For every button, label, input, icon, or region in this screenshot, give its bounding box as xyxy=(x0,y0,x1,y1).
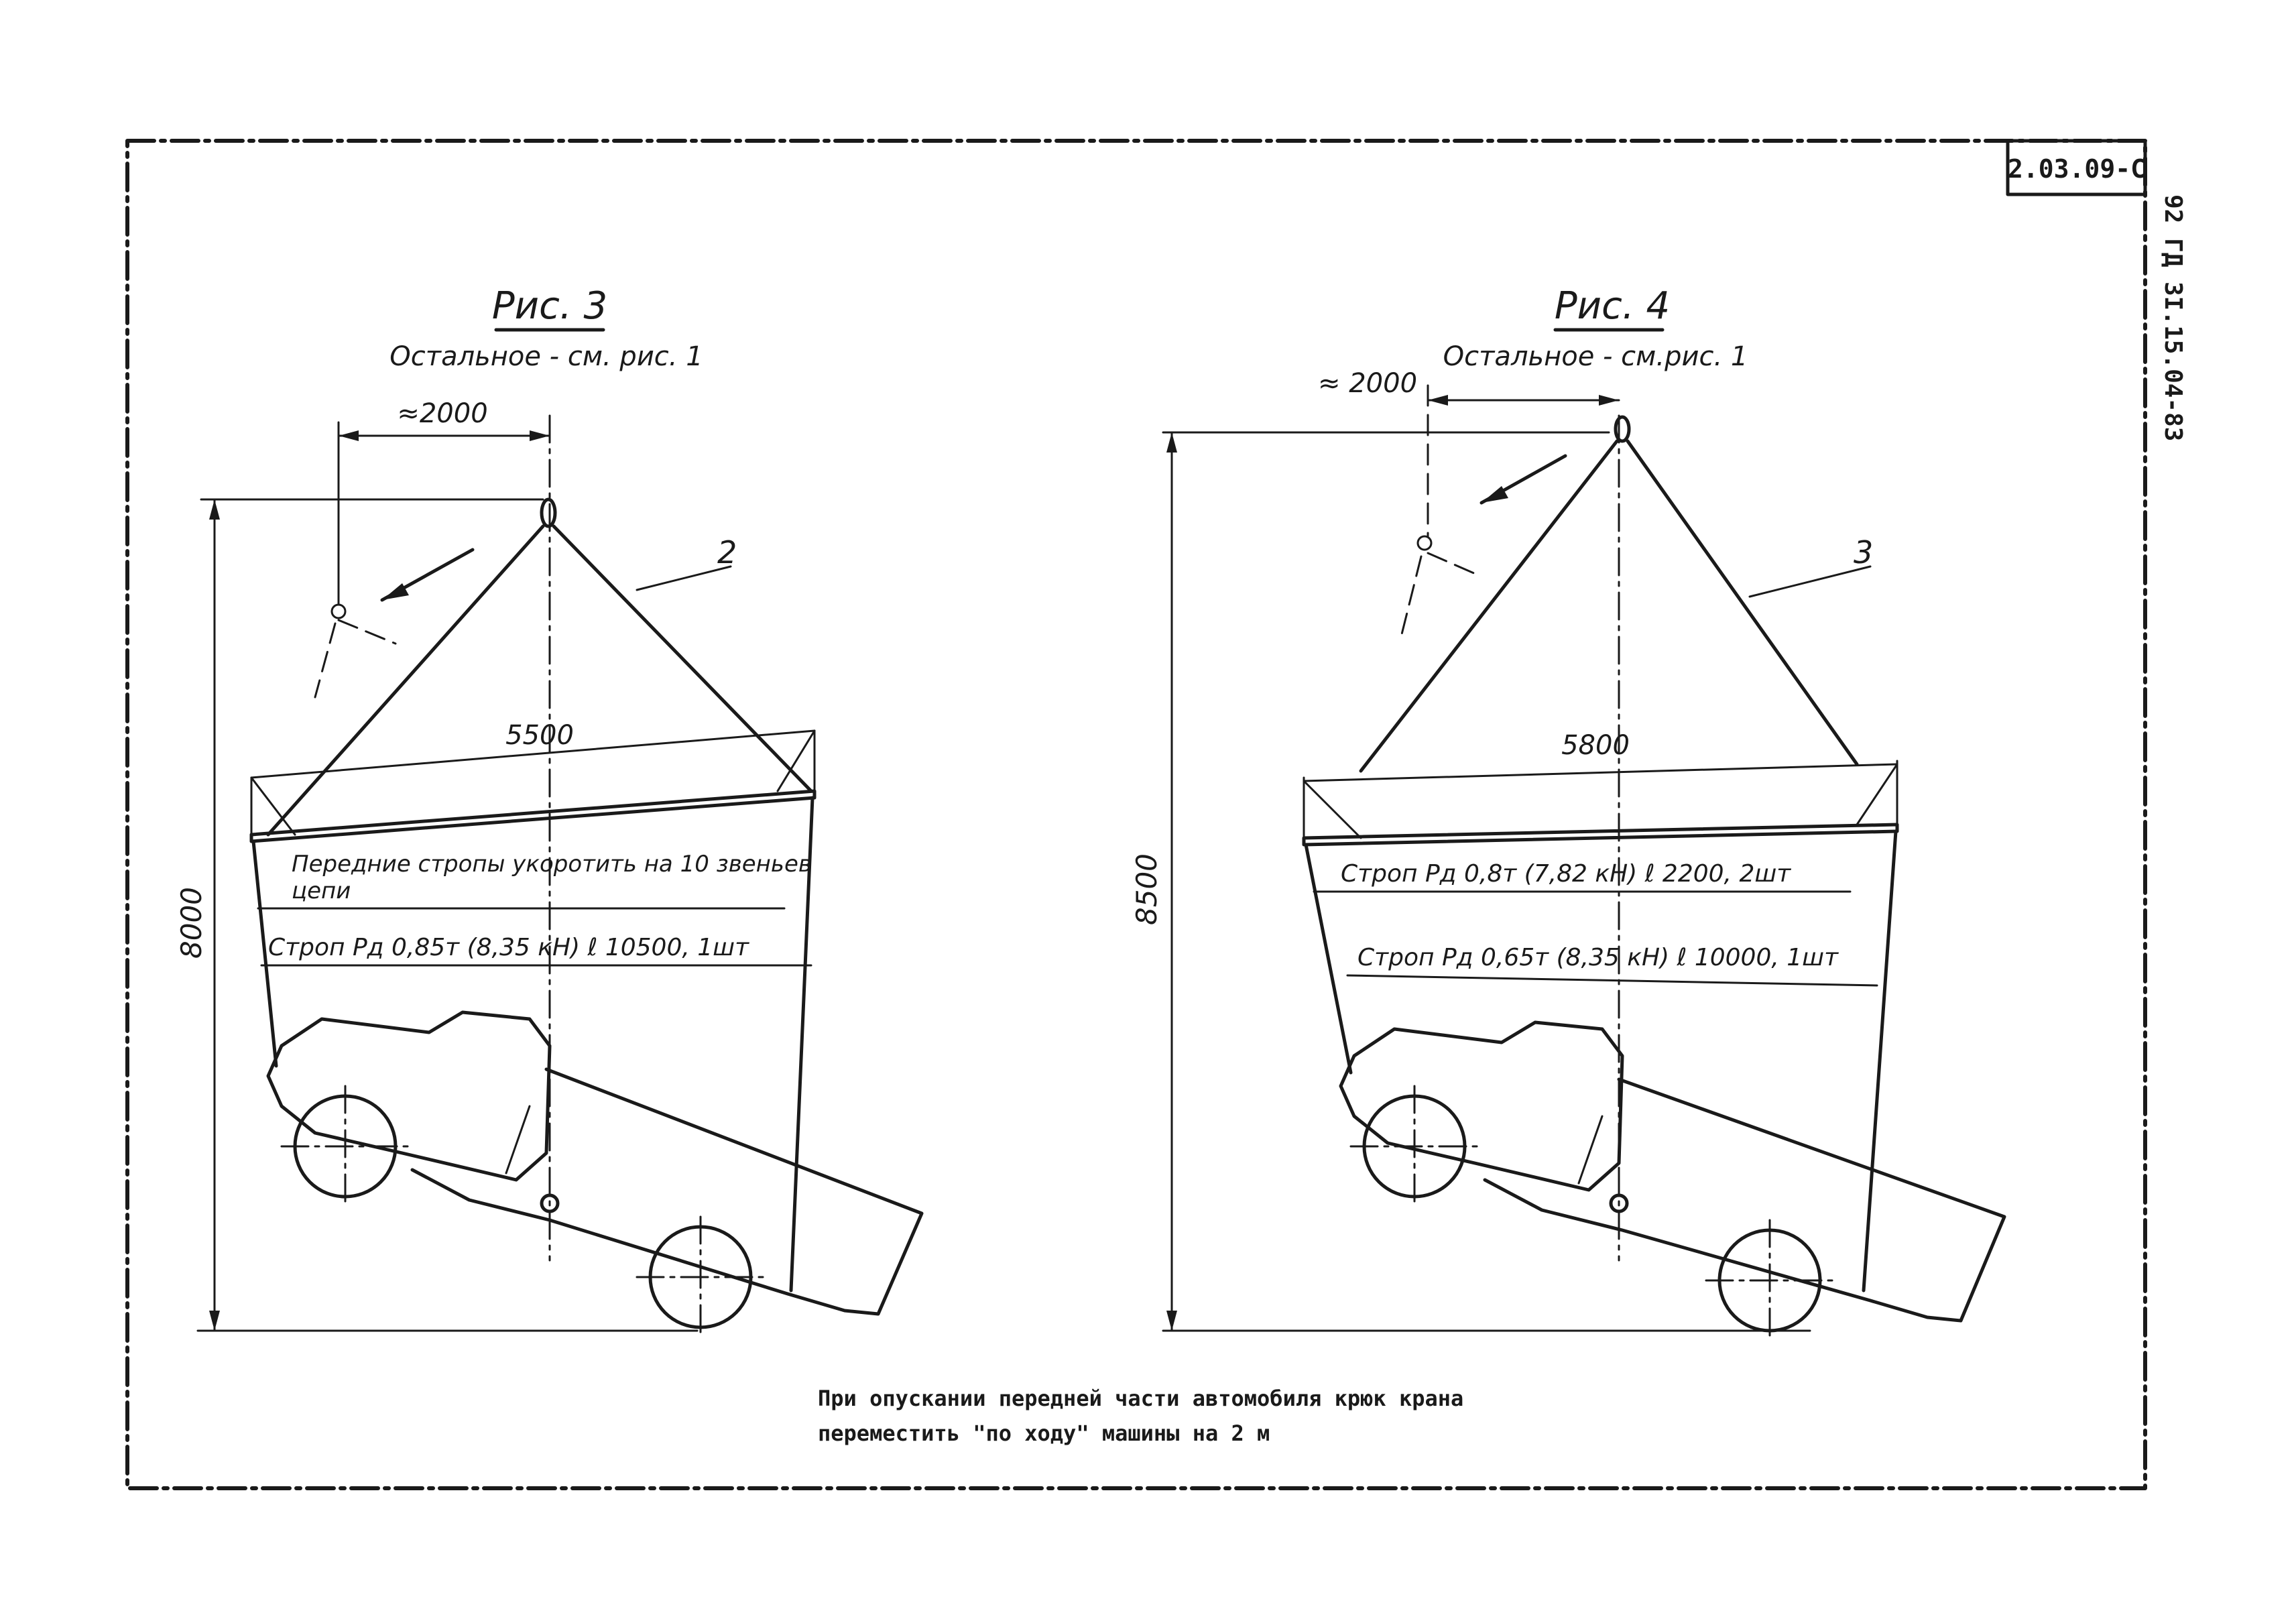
fig4-center-of-gravity xyxy=(1609,1193,1629,1213)
fig4-hook-prev xyxy=(1416,535,1433,551)
fig4-callout-label: 3 xyxy=(1854,534,1873,570)
fig3-note2: Строп Рд 0,85т (8,35 кН) ℓ 10500, 1шт xyxy=(268,934,749,961)
fig3-sling-down-left xyxy=(251,839,278,1068)
fig3-note1-line2: цепи xyxy=(292,878,351,904)
stamp-box xyxy=(2006,139,2147,196)
fig4-dim-top-arrow-left xyxy=(1428,395,1448,406)
fig4-dim-height-arrow-bottom xyxy=(1166,1311,1177,1331)
fig4-dim-height-arrow-top xyxy=(1166,432,1177,453)
fig4-prev-line-2 xyxy=(1400,555,1423,638)
fig4-truck-window xyxy=(1577,1115,1604,1185)
fig4-truck-body xyxy=(1483,1077,2006,1323)
drawing-frame xyxy=(125,139,2147,1490)
fig4-prev-line-1 xyxy=(1427,552,1483,578)
figure-3: Рис. 3 Остальное - см. рис. 1 ≈2000 8000… xyxy=(175,284,924,1339)
fig3-dim-height-label: 8000 xyxy=(175,887,208,959)
fig4-dim-width-tick-l xyxy=(1303,780,1362,839)
fig3-prev-line-2 xyxy=(314,622,337,699)
fig3-hook xyxy=(540,497,557,528)
fig3-truck xyxy=(266,1010,924,1339)
fig3-hook-prev xyxy=(330,603,347,619)
fig4-dim-top-arrow-right xyxy=(1599,395,1619,406)
fig3-prev-line-1 xyxy=(337,619,397,645)
fig4-callout-leader xyxy=(1748,565,1872,598)
fig3-truck-cab xyxy=(266,1010,552,1182)
fig4-title: Рис. 4 xyxy=(1555,284,1670,328)
fig4-dim-width-tick-r xyxy=(1856,763,1898,826)
fig3-dim-width-label: 5500 xyxy=(505,720,574,751)
side-code: 92 ГД 3I.15.04-83 xyxy=(2159,194,2187,441)
fig4-sling-right xyxy=(1626,439,1859,766)
fig3-dim-width-tick-l xyxy=(250,776,296,836)
fig4-hook xyxy=(1614,415,1631,443)
fig3-sling-down-right xyxy=(789,796,814,1293)
bottom-note-line1: При опускании передней части автомобиля … xyxy=(818,1386,1464,1411)
fig4-note2: Строп Рд 0,65т (8,35 кН) ℓ 10000, 1шт xyxy=(1357,944,1839,971)
fig3-direction-arrowhead xyxy=(382,583,409,600)
fig3-subtitle: Остальное - см. рис. 1 xyxy=(389,341,703,372)
fig4-sling-down-left xyxy=(1304,843,1353,1075)
fig3-title: Рис. 3 xyxy=(492,284,607,328)
fig3-note1-line1: Передние стропы укоротить на 10 звеньев xyxy=(292,851,812,878)
stamp-code: 2.03.09-С xyxy=(2008,154,2146,184)
bottom-note-line2: переместить "по ходу" машины на 2 м xyxy=(818,1421,1270,1446)
fig3-sling-left xyxy=(266,524,545,837)
fig3-truck-window xyxy=(505,1105,531,1175)
fig4-spreader xyxy=(1302,823,1899,847)
fig3-callout-label: 2 xyxy=(717,534,737,570)
fig4-direction-arrowhead xyxy=(1482,486,1508,503)
fig3-dim-height-arrow-bottom xyxy=(209,1311,220,1331)
fig3-truck-body xyxy=(410,1067,924,1316)
fig4-sling-down-right xyxy=(1862,829,1898,1293)
fig3-dim-height-arrow-top xyxy=(209,499,220,520)
fig4-dim-top-label: ≈ 2000 xyxy=(1318,368,1417,399)
fig4-dim-height-label: 8500 xyxy=(1130,853,1163,925)
fig4-note1: Строп Рд 0,8т (7,82 кН) ℓ 2200, 2шт xyxy=(1341,860,1791,888)
fig3-spreader xyxy=(249,789,817,843)
fig4-truck xyxy=(1339,1020,2006,1342)
fig4-dim-width-line xyxy=(1303,763,1898,782)
fig3-callout-leader xyxy=(636,565,732,591)
fig3-dim-top-arrow-left xyxy=(339,430,359,441)
bottom-note: При опускании передней части автомобиля … xyxy=(818,1381,1555,1451)
fig4-dim-width-label: 5800 xyxy=(1561,730,1630,761)
fig3-dim-width-tick-r xyxy=(776,729,816,792)
fig4-note2-underline xyxy=(1346,974,1878,987)
fig3-sling-right xyxy=(552,524,813,793)
fig4-subtitle: Остальное - см.рис. 1 xyxy=(1443,341,1748,372)
fig4-sling-left xyxy=(1359,439,1619,773)
fig3-dim-top-arrow-right xyxy=(530,430,550,441)
fig4-truck-cab xyxy=(1339,1020,1624,1192)
figure-4: Рис. 4 Остальное - см.рис. 1 ≈ 2000 8500… xyxy=(1130,284,2006,1342)
fig3-dim-top-label: ≈2000 xyxy=(397,398,487,429)
fig3-center-of-gravity xyxy=(540,1193,560,1213)
fig3-dim-width-line xyxy=(250,729,816,779)
